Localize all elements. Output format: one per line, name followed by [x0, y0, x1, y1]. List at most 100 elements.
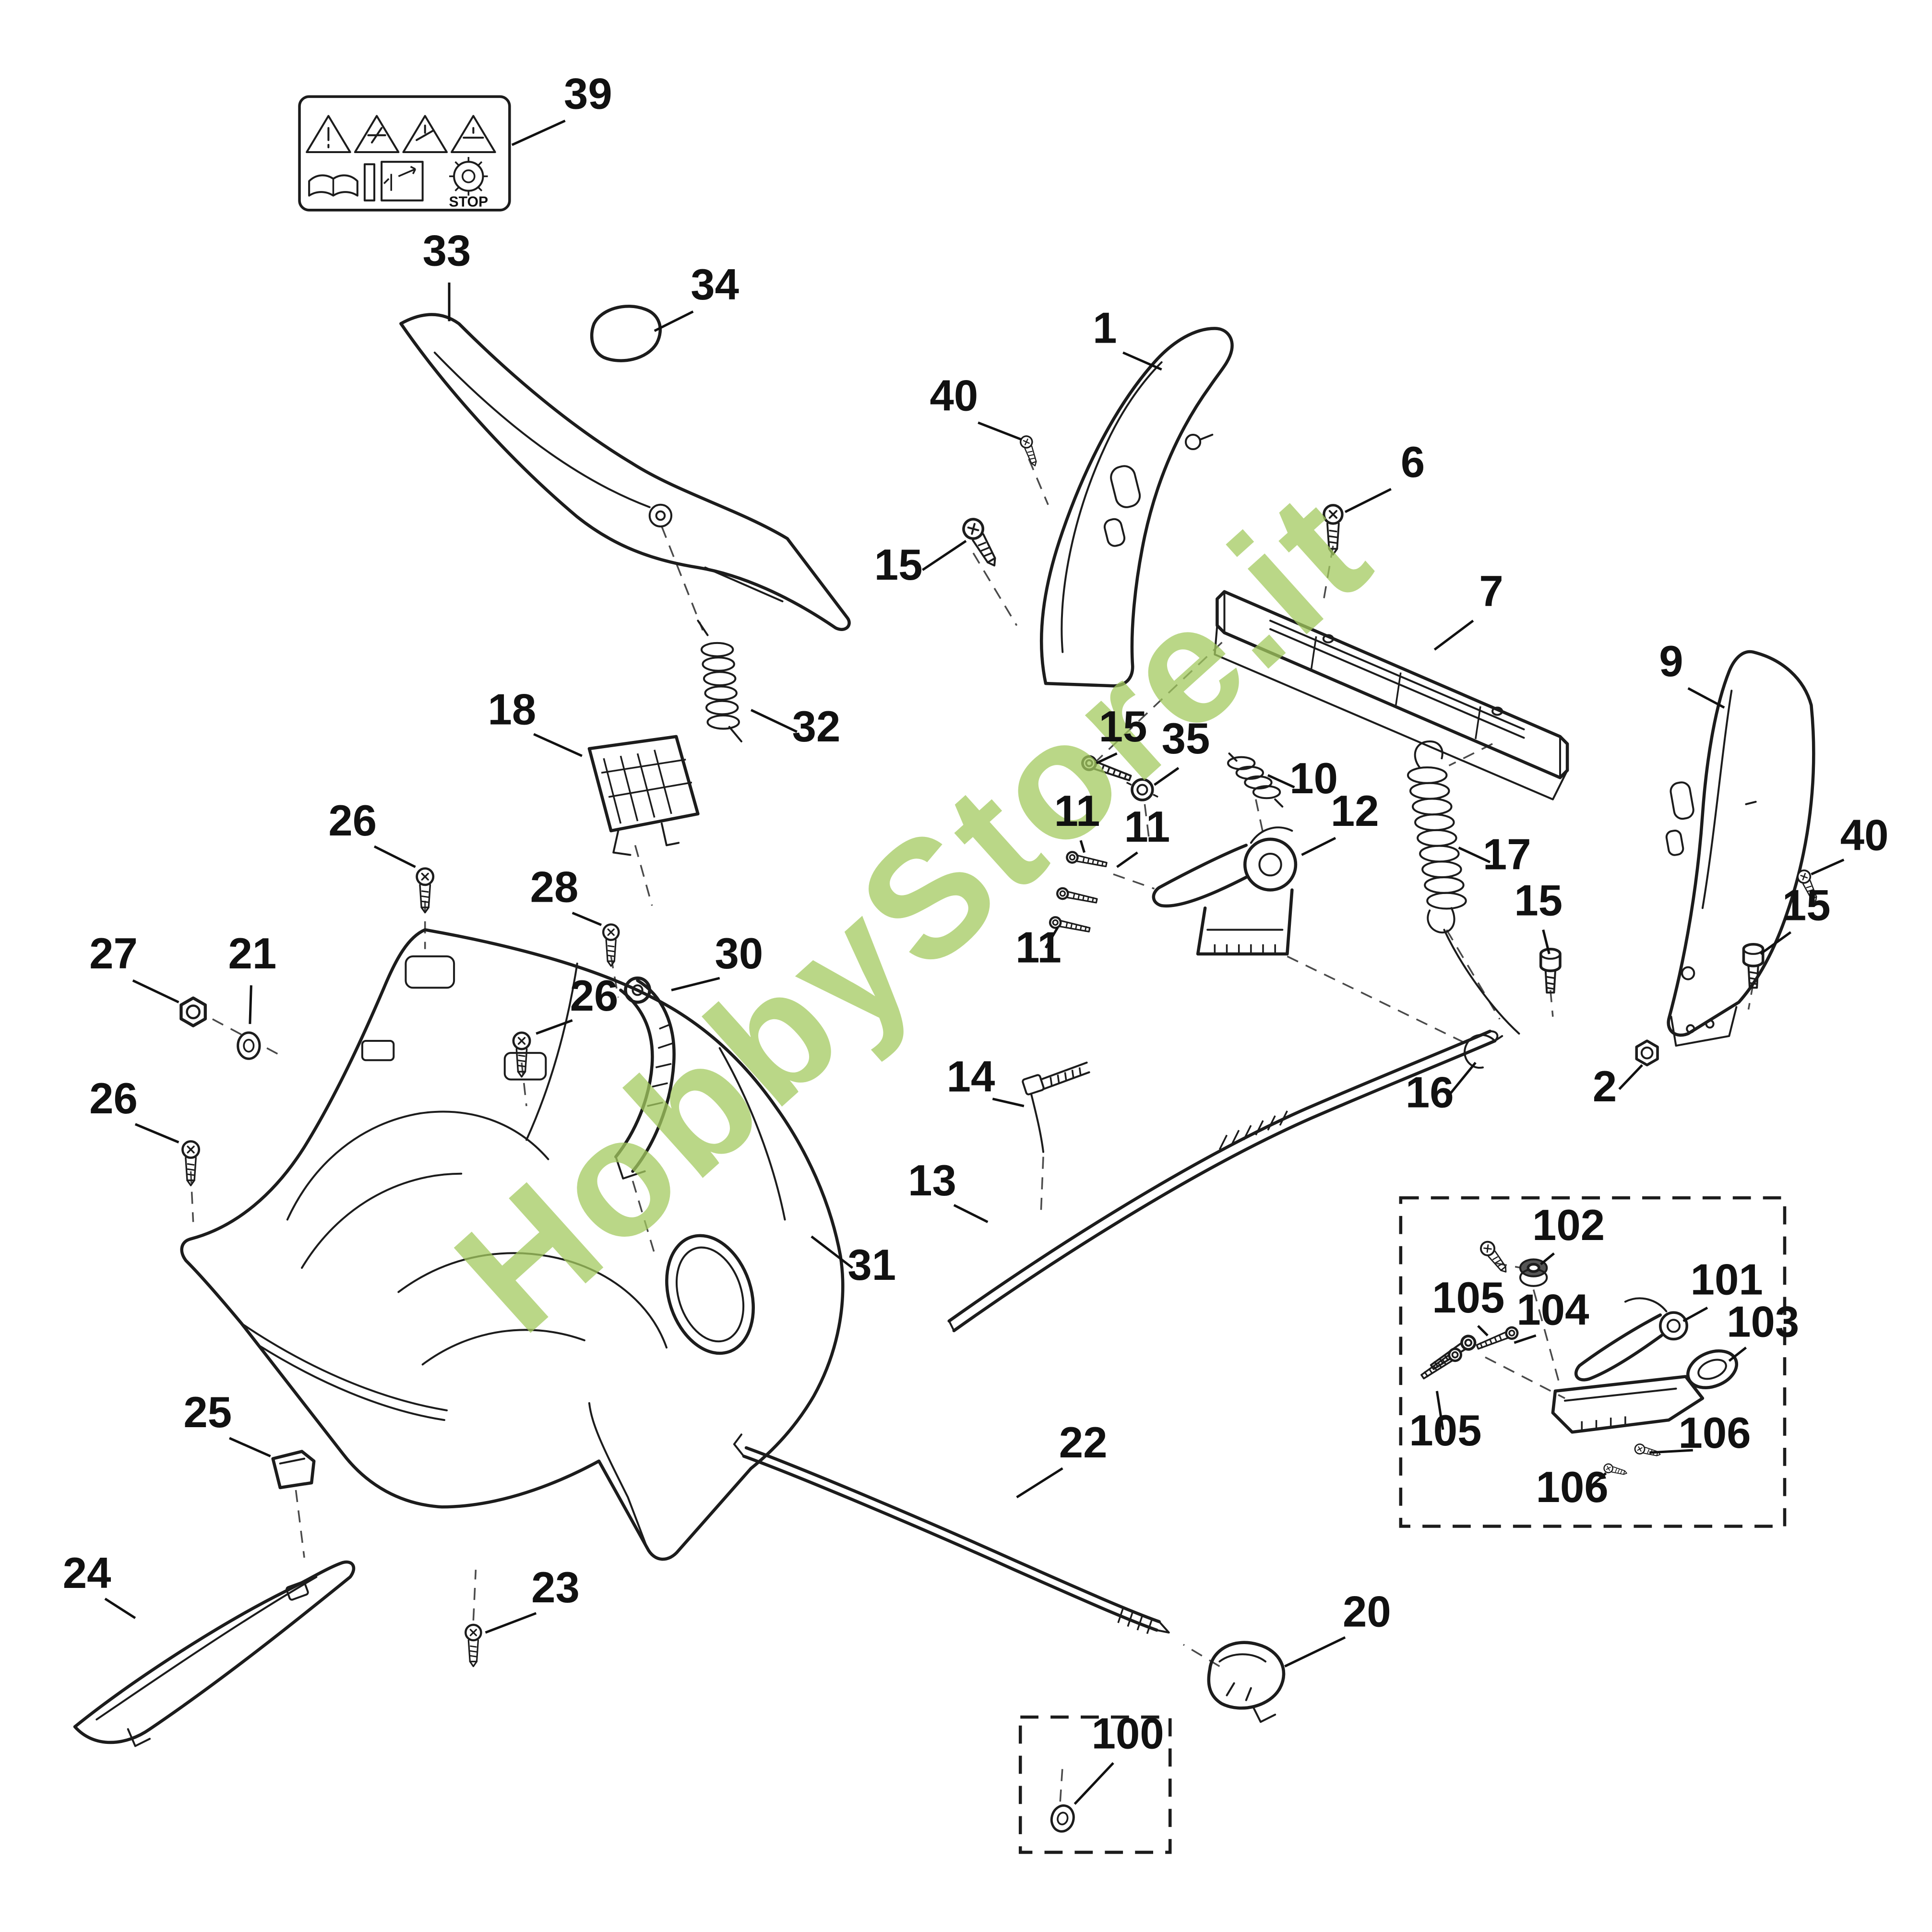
- part-7-handle-crossbar: [1214, 590, 1569, 800]
- part-102-screw: [1477, 1238, 1513, 1277]
- part-17-tension-spring: [1407, 740, 1520, 1035]
- leader-line-2: [1618, 1064, 1643, 1090]
- part-label-12: 12: [1331, 787, 1379, 835]
- leader-line-23: [485, 1612, 537, 1634]
- part-21-washer: [238, 1033, 260, 1059]
- alignment-dashed-lines: [190, 458, 1754, 1802]
- leader-line-10: [1267, 774, 1295, 788]
- part-label-101: 101: [1691, 1255, 1763, 1304]
- leader-line-35: [1154, 767, 1180, 786]
- part-label-17: 17: [1483, 831, 1531, 879]
- leader-line-106: [1649, 1449, 1693, 1454]
- part-label-16: 16: [1406, 1068, 1454, 1117]
- part-label-106: 106: [1679, 1409, 1751, 1457]
- part-label-6: 6: [1401, 438, 1425, 487]
- part-23-screw: [465, 1625, 481, 1667]
- leader-line-24: [104, 1598, 136, 1619]
- part-label-105: 105: [1409, 1407, 1481, 1455]
- part-label-27: 27: [89, 930, 138, 978]
- leader-line-7: [1433, 620, 1474, 651]
- leader-line-104: [1514, 1334, 1537, 1344]
- leader-line-17: [1458, 847, 1491, 863]
- leader-line-15: [1542, 929, 1550, 954]
- leader-line-15: [1760, 931, 1792, 955]
- part-100-washer: [1049, 1803, 1076, 1834]
- part-24-trim-rail: [73, 1560, 356, 1747]
- part-27-nut: [181, 998, 205, 1026]
- bracket-base: [1551, 1375, 1705, 1434]
- leader-line-9: [1687, 687, 1725, 709]
- leader-line-13: [953, 1204, 989, 1223]
- blade-stop-icon: STOP: [449, 157, 488, 210]
- leader-line-31: [811, 1235, 854, 1269]
- part-label-23: 23: [531, 1563, 580, 1612]
- leader-line-25: [229, 1437, 271, 1457]
- leader-line-26: [536, 1019, 573, 1035]
- part-label-15: 15: [1782, 881, 1831, 930]
- part-label-104: 104: [1516, 1286, 1589, 1334]
- part-32-spring: [697, 620, 742, 742]
- part-label-10: 10: [1289, 754, 1338, 803]
- part-label-40: 40: [1840, 811, 1889, 859]
- part-10-spring: [1227, 752, 1284, 808]
- detail-box-101-106: [1399, 1196, 1787, 1528]
- leader-line-40: [1811, 859, 1845, 876]
- part-label-105: 105: [1432, 1274, 1504, 1322]
- part-label-2: 2: [1593, 1062, 1617, 1111]
- leader-line-22: [1016, 1467, 1063, 1499]
- part-label-35: 35: [1162, 715, 1210, 763]
- leader-line-26: [373, 845, 416, 868]
- part-label-15: 15: [1099, 703, 1147, 751]
- part-label-11: 11: [1124, 803, 1170, 851]
- leader-line-105: [1477, 1325, 1489, 1336]
- part-20-knob: [1207, 1641, 1286, 1723]
- part-label-39: 39: [564, 70, 612, 118]
- leader-line-103: [1728, 1347, 1747, 1362]
- part-label-21: 21: [228, 930, 277, 978]
- leader-line-18: [533, 733, 583, 757]
- part-103-ring: [1686, 1349, 1739, 1389]
- part-label-34: 34: [691, 261, 739, 309]
- leader-line-12: [1301, 837, 1336, 856]
- leader-line-14: [992, 1097, 1025, 1108]
- part-label-103: 103: [1727, 1298, 1799, 1346]
- warning-decal-39: STOP: [298, 95, 511, 212]
- part-2-nut: [1636, 1041, 1658, 1065]
- part-label-32: 32: [792, 703, 841, 751]
- leader-line-28: [572, 911, 602, 926]
- leader-line-27: [132, 979, 179, 1003]
- part-label-25: 25: [183, 1388, 232, 1437]
- part-22-control-rod: [733, 1433, 1170, 1634]
- leader-line-30: [671, 977, 720, 991]
- leader-line-39: [511, 119, 566, 146]
- part-label-26: 26: [328, 797, 377, 845]
- detail-box-100: [1018, 1715, 1172, 1854]
- leader-line-1: [1122, 351, 1162, 371]
- leader-line-102: [1540, 1252, 1555, 1265]
- leader-line-21: [249, 985, 252, 1024]
- warning-triangle-icon: [306, 115, 496, 154]
- part-31-chassis: [180, 928, 845, 1561]
- part-label-15: 15: [874, 541, 923, 589]
- part-13-torsion-bar: [947, 1029, 1499, 1333]
- part-1-left-handle-bracket: [1039, 327, 1234, 688]
- leader-line-26: [134, 1123, 179, 1144]
- leader-line-11: [1116, 851, 1138, 868]
- part-15-screw-mid-right: [1541, 949, 1560, 993]
- part-label-18: 18: [488, 686, 537, 734]
- part-label-26: 26: [570, 972, 619, 1020]
- leader-line-32: [751, 709, 798, 733]
- part-label-15: 15: [1514, 876, 1562, 925]
- part-label-26: 26: [89, 1074, 138, 1123]
- part-label-33: 33: [423, 227, 471, 275]
- part-label-14: 14: [947, 1053, 995, 1101]
- part-25-clip: [271, 1450, 316, 1490]
- part-12-height-lever: [1152, 826, 1298, 956]
- separator-bar-icon: [363, 163, 376, 202]
- part-18-deflector-grid: [587, 735, 700, 856]
- part-35-adjuster: [1126, 778, 1158, 801]
- leader-line-15: [1096, 752, 1118, 764]
- part-33-upper-handle-cover: [399, 313, 851, 631]
- leader-line-16: [1448, 1061, 1477, 1096]
